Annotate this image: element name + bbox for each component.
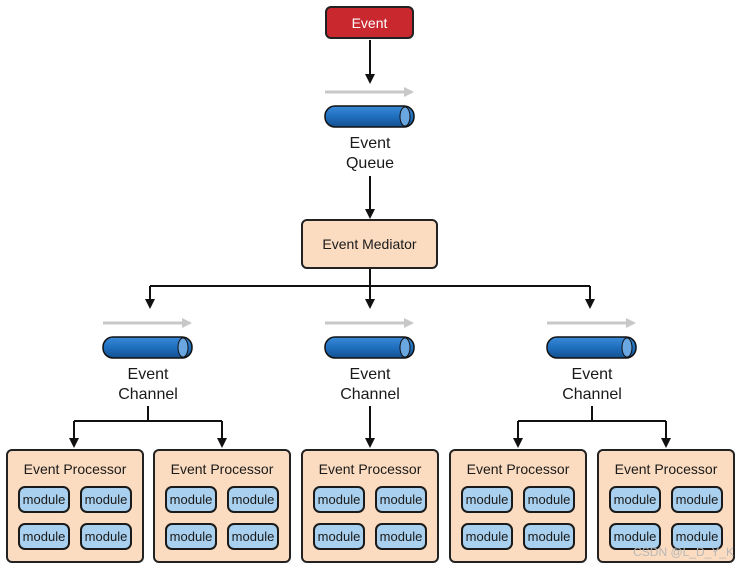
module-box: module <box>461 523 513 550</box>
event-processor-4: Event Processor module module module mod… <box>449 449 587 563</box>
module-box: module <box>313 523 365 550</box>
event-channel-3-label-line2: Channel <box>562 386 622 403</box>
module-box: module <box>227 523 279 550</box>
event-processor-1-title: Event Processor <box>23 461 127 477</box>
event-mediator-label: Event Mediator <box>322 236 417 252</box>
module-box: module <box>313 486 365 513</box>
event-queue-label-line1: Event <box>349 135 391 152</box>
event-channel-1-label-line1: Event <box>127 366 169 383</box>
event-mediator-node: Event Mediator <box>301 219 438 269</box>
event-channel-1-pipe <box>102 336 193 359</box>
module-box: module <box>80 486 132 513</box>
module-box: module <box>523 523 575 550</box>
module-box: module <box>609 486 661 513</box>
event-node: Event <box>325 6 414 39</box>
module-box: module <box>375 523 427 550</box>
event-processor-3-title: Event Processor <box>318 461 422 477</box>
module-box: module <box>375 486 427 513</box>
event-label: Event <box>351 14 388 31</box>
event-channel-2-label: Event Channel <box>320 365 420 405</box>
module-box: module <box>80 523 132 550</box>
event-channel-1-label: Event Channel <box>98 365 198 405</box>
module-box: module <box>609 523 661 550</box>
module-box: module <box>671 486 723 513</box>
event-processor-4-title: Event Processor <box>466 461 570 477</box>
event-queue-label-line2: Queue <box>345 155 395 172</box>
event-processor-3: Event Processor module module module mod… <box>301 449 439 563</box>
event-channel-2-label-line1: Event <box>349 366 391 383</box>
watermark-text: CSDN @L_D_Y_K <box>633 545 734 559</box>
event-channel-3-pipe <box>546 336 637 359</box>
event-processor-1: Event Processor module module module mod… <box>6 449 144 563</box>
event-channel-1-label-line2: Channel <box>118 386 178 403</box>
module-box: module <box>523 486 575 513</box>
event-channel-2-label-line2: Channel <box>340 386 400 403</box>
module-box: module <box>461 486 513 513</box>
module-box: module <box>18 486 70 513</box>
module-box: module <box>18 523 70 550</box>
module-box: module <box>165 486 217 513</box>
event-channel-3-label: Event Channel <box>542 365 642 405</box>
event-processor-2-title: Event Processor <box>170 461 274 477</box>
event-processor-5-title: Event Processor <box>614 461 718 477</box>
event-channel-3-label-line1: Event <box>571 366 613 383</box>
event-processor-2: Event Processor module module module mod… <box>153 449 291 563</box>
event-queue-pipe <box>324 105 415 128</box>
module-box: module <box>165 523 217 550</box>
event-channel-2-pipe <box>324 336 415 359</box>
event-processor-5: Event Processor module module module mod… <box>597 449 735 563</box>
event-queue-label: Event Queue <box>320 134 420 174</box>
module-box: module <box>671 523 723 550</box>
module-box: module <box>227 486 279 513</box>
